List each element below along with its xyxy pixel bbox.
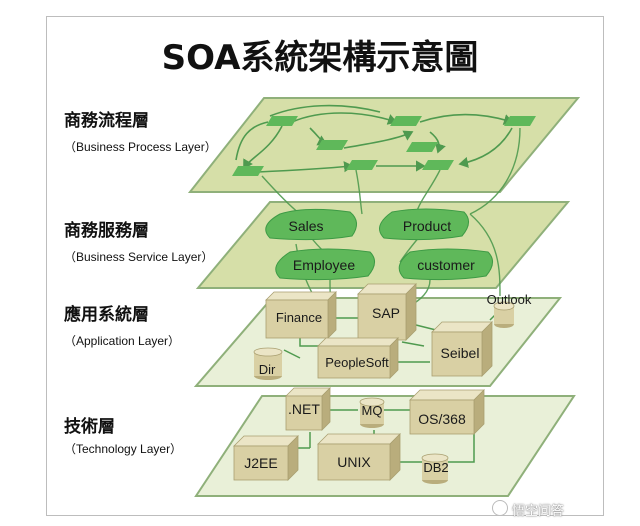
layer-sub-process: （Business Process Layer） (64, 140, 217, 154)
layer-sub-service: （Business Service Layer） (64, 250, 214, 264)
process-node (422, 160, 454, 170)
app-box-finance (265, 291, 337, 339)
tech-label-j2ee: J2EE (244, 455, 277, 471)
layer-name-application: 應用系統層 (64, 305, 149, 325)
service-plane (195, 201, 571, 289)
process-node (406, 142, 438, 152)
page-title: SOA系統架構示意圖 (161, 38, 479, 78)
watermark-logo-icon (492, 500, 508, 516)
layer-name-technology: 技術層 (64, 417, 115, 437)
service-label-employee: Employee (293, 257, 355, 273)
service-label-product: Product (403, 218, 451, 234)
app-label-sap: SAP (372, 305, 400, 321)
tech-box-os368 (409, 389, 485, 435)
tech-box-net (285, 387, 331, 431)
tech-box-unix (317, 433, 401, 481)
tech-label-net: .NET (288, 401, 320, 417)
app-label-peoplesoft: PeopleSoft (325, 355, 389, 370)
watermark: 悟空问答 (512, 504, 565, 519)
layer-sub-application: （Application Layer） (64, 334, 181, 348)
app-label-outlook: Outlook (487, 292, 532, 307)
tech-label-os368: OS/368 (418, 411, 466, 427)
tech-label-unix: UNIX (337, 454, 371, 470)
process-flows (235, 104, 514, 173)
layer-name-service: 商務服務層 (64, 221, 149, 241)
tech-db-db2 (421, 453, 449, 484)
layer-name-process: 商務流程層 (64, 111, 149, 131)
app-label-finance: Finance (276, 310, 322, 325)
app-box-sap (357, 283, 417, 341)
process-node (504, 116, 536, 126)
app-box-peoplesoft (317, 337, 399, 379)
app-db-outlook (493, 301, 515, 328)
tech-label-mq: MQ (362, 403, 383, 418)
app-label-seibel: Seibel (441, 345, 480, 361)
process-plane (187, 97, 581, 193)
process-node (316, 140, 348, 150)
service-label-customer: customer (417, 257, 475, 273)
app-db-dir (253, 347, 283, 380)
layer-connectors (261, 127, 521, 307)
tech-box-j2ee (233, 435, 299, 481)
process-node (346, 160, 378, 170)
app-box-seibel (431, 321, 493, 377)
tech-label-db2: DB2 (423, 460, 448, 475)
process-node (390, 116, 422, 126)
process-nodes (232, 116, 536, 176)
service-label-sales: Sales (288, 218, 323, 234)
process-node (266, 116, 298, 126)
service-nodes (265, 208, 493, 281)
layer-sub-technology: （Technology Layer） (64, 442, 183, 456)
tech-db-mq (359, 397, 385, 428)
app-label-dir: Dir (259, 362, 276, 377)
process-node (232, 166, 264, 176)
